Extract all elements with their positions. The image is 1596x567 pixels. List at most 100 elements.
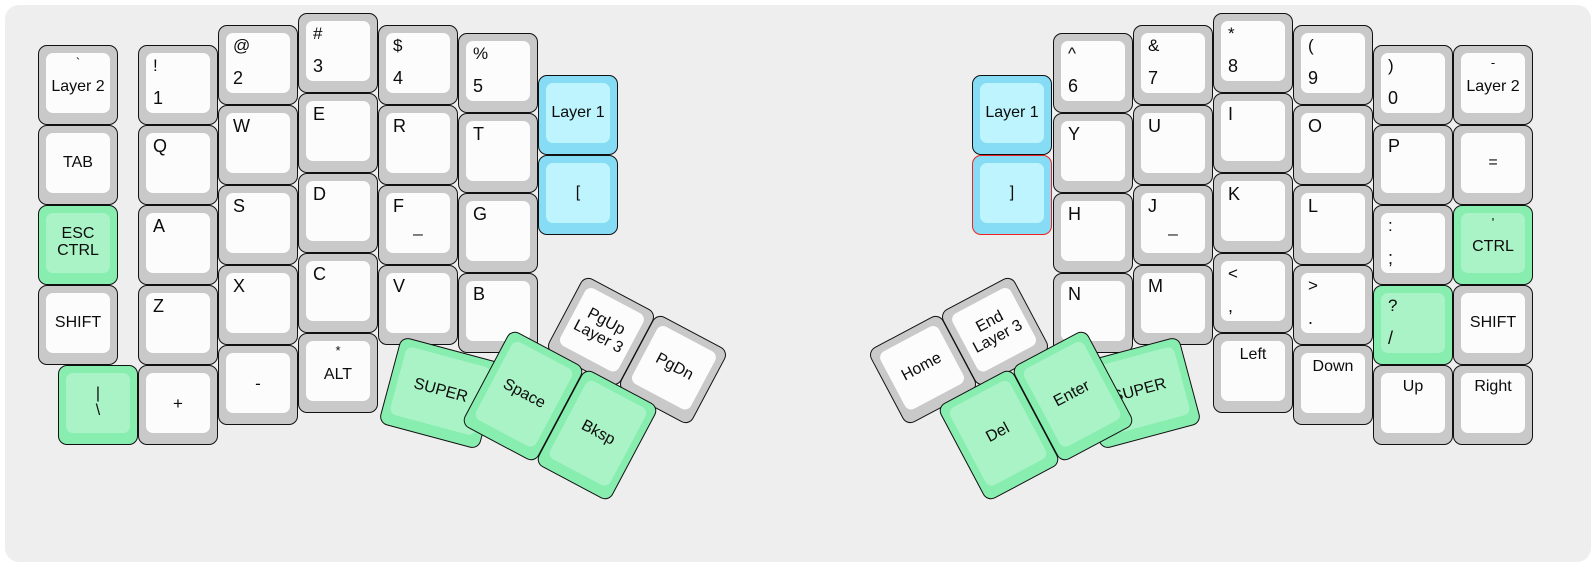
key-right[interactable]: Right (1453, 365, 1533, 445)
key-4[interactable]: $4 (378, 25, 458, 105)
key-k[interactable]: K (1213, 173, 1293, 253)
key-cap-top: Right (1461, 373, 1525, 433)
key-down[interactable]: Down (1293, 345, 1373, 425)
key-h[interactable]: H (1053, 193, 1133, 273)
key-cap-top: B (466, 281, 530, 341)
key-d[interactable]: D (298, 173, 378, 253)
key-comma[interactable]: <, (1213, 253, 1293, 333)
key-cap-top: J_ (1141, 193, 1205, 253)
key-layer1-right[interactable]: Layer 1 (972, 75, 1052, 155)
key-cap-top: Z (146, 293, 210, 353)
key-2[interactable]: @2 (218, 25, 298, 105)
key-cap-top: %5 (466, 41, 530, 101)
key-base-label: 2 (233, 68, 244, 89)
key-equals[interactable]: = (1453, 125, 1533, 205)
key-tab[interactable]: TAB (38, 125, 118, 205)
key-shift-right[interactable]: SHIFT (1453, 285, 1533, 365)
key-l[interactable]: L (1293, 185, 1373, 265)
key-label: CTRL (1472, 237, 1514, 255)
key-cap-top: D (306, 181, 370, 241)
key-5[interactable]: %5 (458, 33, 538, 113)
key-base-label: W (233, 116, 250, 136)
key-u[interactable]: U (1133, 105, 1213, 185)
key-o[interactable]: O (1293, 105, 1373, 185)
key-plus[interactable]: + (138, 365, 218, 445)
key-cap-top: S (226, 193, 290, 253)
key-base-label: 4 (393, 68, 404, 89)
key-label-main: \ (95, 402, 101, 419)
key-left[interactable]: Left (1213, 333, 1293, 413)
key-9[interactable]: (9 (1293, 25, 1373, 105)
key-f[interactable]: F_ (378, 185, 458, 265)
key-1[interactable]: !1 (138, 45, 218, 125)
key-shift[interactable]: SHIFT (38, 285, 118, 365)
key-a[interactable]: A (138, 205, 218, 285)
key-s[interactable]: S (218, 185, 298, 265)
homing-mark: _ (413, 217, 423, 236)
key-shifted-label: ! (153, 56, 158, 75)
key-p[interactable]: P (1373, 125, 1453, 205)
key-label: ] (1009, 183, 1015, 201)
key-e[interactable]: E (298, 93, 378, 173)
key-cap-top: SHIFT (46, 293, 110, 353)
key-topmark-label: - (1490, 55, 1496, 70)
key-cap-top: O (1301, 113, 1365, 173)
key-base-label: A (153, 216, 166, 236)
key-base-label: / (1388, 328, 1394, 349)
key-7[interactable]: &7 (1133, 25, 1213, 105)
key-0[interactable]: )0 (1373, 45, 1453, 125)
key-6[interactable]: ^6 (1053, 33, 1133, 113)
key-layer2-grave[interactable]: `Layer 2 (38, 45, 118, 125)
key-j[interactable]: J_ (1133, 185, 1213, 265)
key-w[interactable]: W (218, 105, 298, 185)
key-quote-ctrl[interactable]: 'CTRL (1453, 205, 1533, 285)
key-slash[interactable]: ?/ (1373, 285, 1453, 365)
key-i[interactable]: I (1213, 93, 1293, 173)
key-label: Bksp (578, 416, 619, 449)
key-z[interactable]: Z (138, 285, 218, 365)
key-base-label: T (473, 124, 484, 144)
key-c[interactable]: C (298, 253, 378, 333)
key-base-label: M (1148, 276, 1163, 296)
key-cap-top: C (306, 261, 370, 321)
key-alt[interactable]: *ALT (298, 333, 378, 413)
key-up[interactable]: Up (1373, 365, 1453, 445)
key-shifted-label: > (1308, 276, 1318, 295)
key-layer2-minus[interactable]: -Layer 2 (1453, 45, 1533, 125)
key-label-main: Layer 3 (570, 316, 626, 357)
key-label: Up (1402, 378, 1424, 395)
key-cap-top: I (1221, 101, 1285, 161)
key-g[interactable]: G (458, 193, 538, 273)
key-bracket-left[interactable]: [ (538, 155, 618, 235)
key-cap-top: A (146, 213, 210, 273)
key-cap-top: G (466, 201, 530, 261)
key-8[interactable]: *8 (1213, 13, 1293, 93)
key-semicolon[interactable]: :; (1373, 205, 1453, 285)
key-cap-top: *ALT (306, 341, 370, 401)
key-cap-top: #3 (306, 21, 370, 81)
key-label: Enter (1050, 376, 1093, 410)
key-cap-top: Layer 1 (546, 83, 610, 143)
key-cap-top: F_ (386, 193, 450, 253)
key-minus-left[interactable]: - (218, 345, 298, 425)
key-pipe-backslash[interactable]: |\ (58, 365, 138, 445)
key-layer1-left[interactable]: Layer 1 (538, 75, 618, 155)
key-t[interactable]: T (458, 113, 538, 193)
key-cap-top: &7 (1141, 33, 1205, 93)
key-shifted-label: @ (233, 36, 251, 55)
key-x[interactable]: X (218, 265, 298, 345)
key-label: Home (898, 349, 945, 385)
homing-mark: _ (1168, 217, 1178, 236)
key-base-label: H (1068, 204, 1081, 224)
key-q[interactable]: Q (138, 125, 218, 205)
key-y[interactable]: Y (1053, 113, 1133, 193)
key-r[interactable]: R (378, 105, 458, 185)
key-m[interactable]: M (1133, 265, 1213, 345)
key-base-label: E (313, 104, 326, 124)
key-bracket-right[interactable]: ] (972, 155, 1052, 235)
key-period[interactable]: >. (1293, 265, 1373, 345)
key-cap-top: !1 (146, 53, 210, 113)
key-v[interactable]: V (378, 265, 458, 345)
key-3[interactable]: #3 (298, 13, 378, 93)
